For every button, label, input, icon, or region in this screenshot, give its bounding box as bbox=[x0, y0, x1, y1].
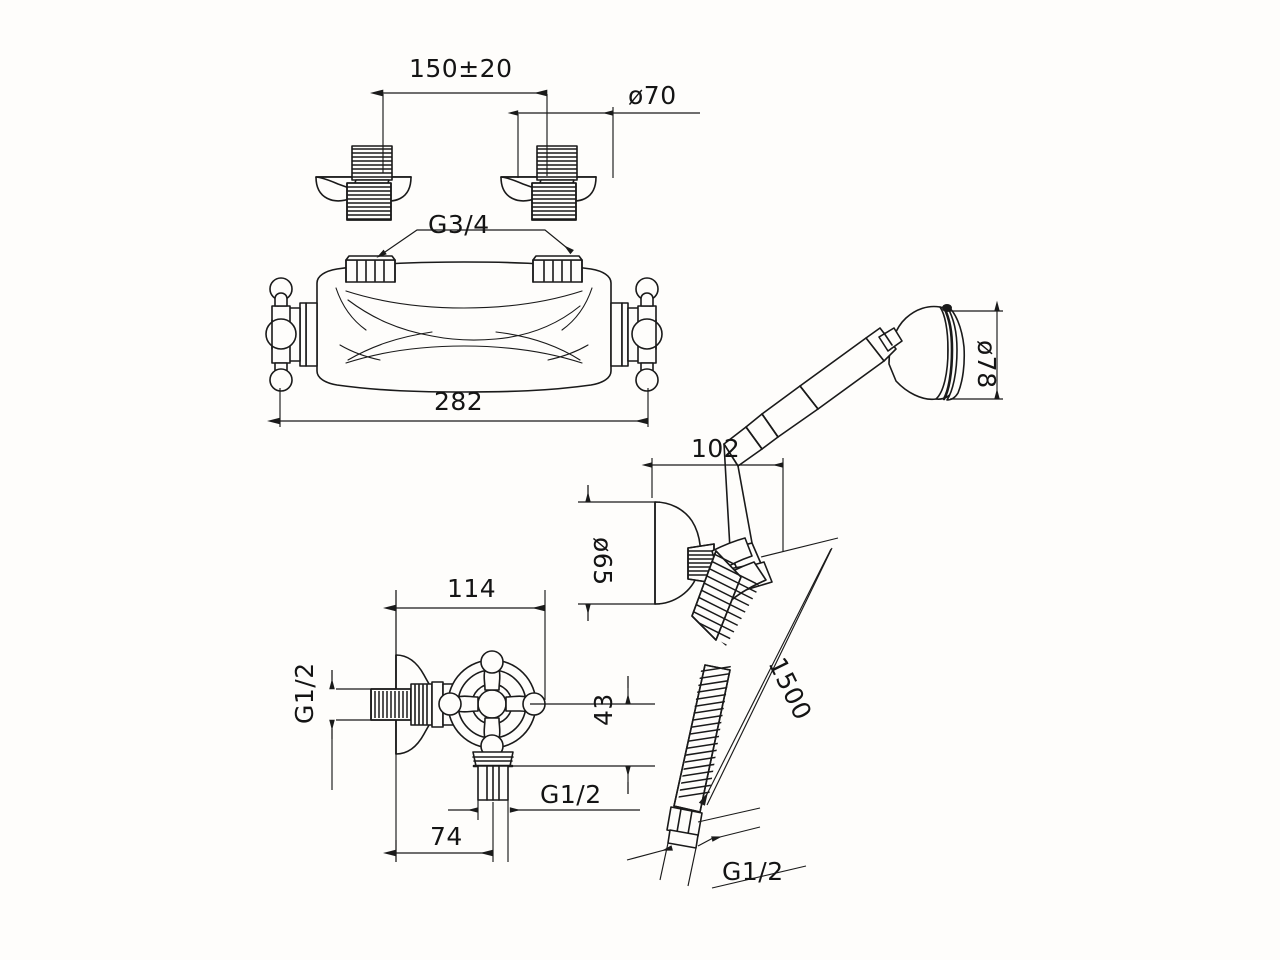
thread-hatch-lower-right bbox=[532, 186, 576, 220]
eccentric-connectors-view bbox=[315, 89, 700, 221]
dimension-outlet-offset bbox=[512, 676, 655, 794]
stop-valve-view bbox=[329, 590, 655, 862]
dimension-head-diameter bbox=[950, 300, 1003, 400]
hose-end-nut bbox=[666, 806, 703, 849]
thread-hatch-upper-left bbox=[352, 148, 392, 178]
inlet-nut-right bbox=[532, 255, 583, 283]
label-inlet-thread: G3/4 bbox=[428, 210, 490, 239]
label-valve-inlet-thread: G1/2 bbox=[290, 662, 319, 724]
dimension-mixer-width bbox=[266, 388, 649, 427]
dimension-valve-width bbox=[382, 590, 546, 700]
label-head-diameter: ø78 bbox=[972, 340, 1001, 389]
handset-view bbox=[578, 300, 1003, 646]
label-valve-outlet-thread: G1/2 bbox=[540, 780, 602, 809]
leader-g34 bbox=[376, 229, 574, 258]
thread-hatch-upper-right bbox=[537, 148, 577, 178]
label-bracket-diameter: ø65 bbox=[588, 537, 617, 586]
eccentric-connector-right bbox=[500, 145, 597, 221]
dimension-hose-length bbox=[697, 537, 839, 823]
mixer-body-view bbox=[265, 229, 663, 427]
thread-hatch-lower-left bbox=[347, 186, 391, 220]
label-inlet-centres: 150±20 bbox=[409, 54, 512, 83]
leader-g12-hose bbox=[626, 826, 807, 889]
label-bracket-projection: 102 bbox=[691, 434, 740, 463]
valve-cross-head bbox=[438, 650, 546, 758]
dimension-labels: 150±20 ø70 G3/4 282 ø78 102 ø65 1500 G1/… bbox=[290, 54, 1001, 886]
mixer-handle-left bbox=[265, 277, 318, 392]
label-outlet-offset: 43 bbox=[589, 693, 618, 726]
dimension-outlet-centre bbox=[382, 802, 494, 862]
knurl-hatch-bracket bbox=[688, 550, 714, 576]
label-mixer-body-width: 282 bbox=[434, 387, 483, 416]
shower-head bbox=[865, 304, 966, 401]
hose-view bbox=[626, 537, 839, 889]
inlet-nut-left bbox=[345, 255, 396, 283]
dimension-escutcheon-diameter bbox=[507, 107, 700, 178]
label-valve-width: 114 bbox=[447, 574, 496, 603]
thread-hatch-valve-inlet bbox=[371, 691, 408, 718]
valve-outlet bbox=[472, 751, 514, 862]
label-outlet-centre: 74 bbox=[430, 822, 463, 851]
dimension-valve-inlet-thread bbox=[329, 670, 396, 790]
label-escutcheon-diameter: ø70 bbox=[628, 81, 677, 110]
label-hose-thread: G1/2 bbox=[722, 857, 784, 886]
dimension-inlet-centres bbox=[369, 89, 548, 176]
dimension-bracket-diameter bbox=[578, 485, 660, 621]
dimension-bracket-projection bbox=[641, 458, 784, 552]
eccentric-connector-left bbox=[315, 145, 412, 221]
mixer-handle-right bbox=[610, 277, 663, 392]
